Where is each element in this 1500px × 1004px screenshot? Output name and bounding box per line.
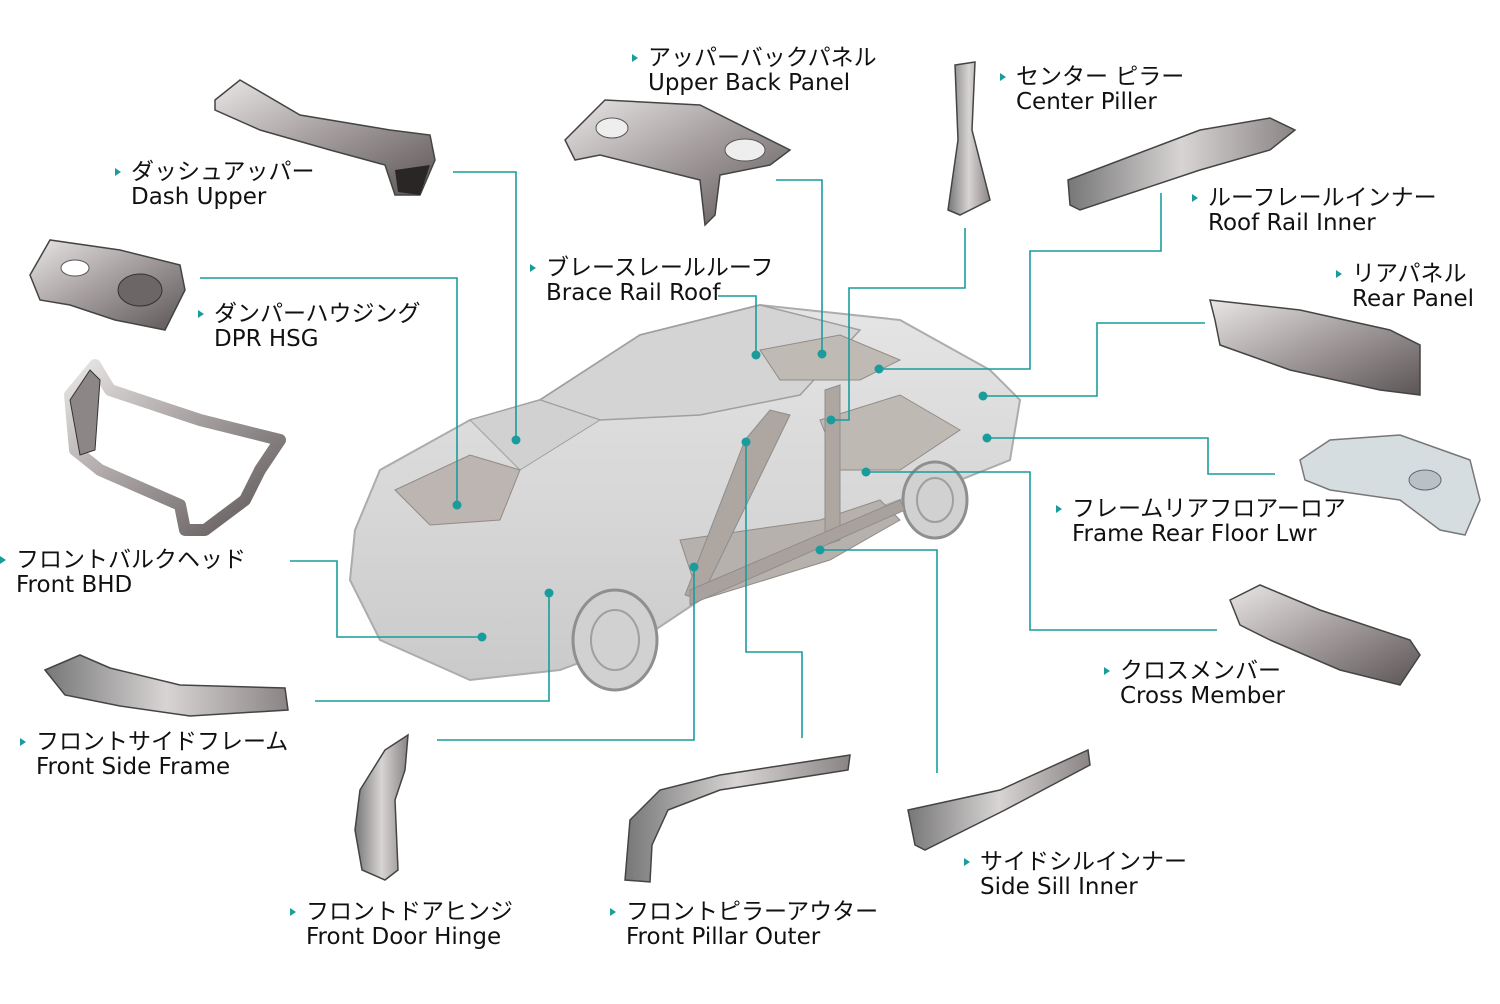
part-name-jp: センター ピラー xyxy=(1016,64,1185,90)
part-name-en: Roof Rail Inner xyxy=(1208,209,1376,236)
part-name-en: Upper Back Panel xyxy=(648,69,851,96)
label-upper-back-panel: アッパーバックパネル Upper Back Panel xyxy=(632,46,877,96)
triangle-bullet-icon xyxy=(632,54,638,62)
label-side-sill-inner: サイドシルインナー Side Sill Inner xyxy=(964,850,1187,900)
leader-rear-panel xyxy=(983,322,1205,397)
part-upper-back-panel-image xyxy=(564,99,792,227)
part-name-en: Frame Rear Floor Lwr xyxy=(1072,520,1317,547)
part-name-en: Front BHD xyxy=(16,571,133,598)
leader-front-pillar-outer xyxy=(745,442,803,738)
triangle-bullet-icon xyxy=(290,908,296,916)
triangle-bullet-icon xyxy=(530,264,536,272)
leader-front-door-hinge xyxy=(437,567,695,741)
leader-lines xyxy=(200,171,1275,773)
label-front-door-hinge: フロントドアヒンジ Front Door Hinge xyxy=(290,900,513,950)
leader-cross-member xyxy=(866,471,1217,631)
label-brace-rail-roof: ブレースレールルーフ Brace Rail Roof xyxy=(530,256,773,306)
part-name-jp: フロントピラーアウター xyxy=(626,899,879,925)
part-name-jp: サイドシルインナー xyxy=(980,849,1187,875)
part-cross-member-image xyxy=(1229,584,1421,686)
label-frame-rear-floor-lwr: フレームリアフロアーロア Frame Rear Floor Lwr xyxy=(1056,497,1346,547)
part-name-en: Front Side Frame xyxy=(36,753,231,780)
triangle-bullet-icon xyxy=(1192,194,1198,202)
part-front-door-hinge-image xyxy=(354,733,409,881)
part-name-en: Center Piller xyxy=(1016,88,1157,115)
part-front-pillar-outer-image xyxy=(624,754,851,883)
part-name-jp: ルーフレールインナー xyxy=(1208,185,1437,211)
connection-dots xyxy=(452,349,992,642)
part-dash-upper-image xyxy=(214,79,436,196)
triangle-bullet-icon xyxy=(610,908,616,916)
leader-brace-rail-roof xyxy=(718,295,757,355)
part-frame-rear-floor-lwr-image xyxy=(1299,434,1481,536)
part-dpr-hsg-image xyxy=(29,239,186,331)
triangle-bullet-icon xyxy=(198,310,204,318)
triangle-bullet-icon xyxy=(1104,667,1110,675)
part-name-en: Cross Member xyxy=(1120,682,1285,709)
part-front-side-frame-image xyxy=(43,654,289,717)
part-name-jp: フロントドアヒンジ xyxy=(306,899,513,925)
part-name-en: Dash Upper xyxy=(131,183,267,210)
triangle-bullet-icon xyxy=(1056,505,1062,513)
part-roof-rail-inner-image xyxy=(1067,117,1297,211)
part-name-jp: ダンパーハウジング xyxy=(214,301,421,327)
part-front-bhd-image xyxy=(64,359,286,536)
label-dpr-hsg: ダンパーハウジング DPR HSG xyxy=(198,302,421,352)
part-name-jp: ブレースレールルーフ xyxy=(546,255,774,281)
part-name-jp: クロスメンバー xyxy=(1120,658,1281,684)
triangle-bullet-icon xyxy=(0,556,6,564)
label-cross-member: クロスメンバー Cross Member xyxy=(1104,659,1285,709)
triangle-bullet-icon xyxy=(1000,73,1006,81)
part-name-jp: フレームリアフロアーロア xyxy=(1072,496,1346,522)
label-front-side-frame: フロントサイドフレーム Front Side Frame xyxy=(20,730,288,780)
part-name-jp: フロントバルクヘッド xyxy=(16,547,246,573)
part-rear-panel-image xyxy=(1209,299,1421,396)
part-name-en: Front Door Hinge xyxy=(306,923,502,950)
label-roof-rail-inner: ルーフレールインナー Roof Rail Inner xyxy=(1192,186,1437,236)
leader-side-sill-inner xyxy=(820,549,938,773)
part-name-en: DPR HSG xyxy=(214,325,319,352)
label-dash-upper: ダッシュアッパー Dash Upper xyxy=(115,160,315,210)
part-name-jp: フロントサイドフレーム xyxy=(36,729,289,755)
label-center-piller: センター ピラー Center Piller xyxy=(1000,65,1184,115)
leader-frame-rear-floor-lwr xyxy=(987,437,1275,475)
leader-dpr-hsg xyxy=(200,277,458,505)
leader-front-bhd xyxy=(290,560,482,638)
leader-upper-back-panel xyxy=(776,179,823,354)
part-side-sill-inner-image xyxy=(907,748,1091,851)
leader-roof-rail-inner xyxy=(879,193,1162,370)
leader-front-side-frame xyxy=(315,593,550,702)
triangle-bullet-icon xyxy=(115,168,121,176)
leader-dash-upper xyxy=(453,171,517,440)
part-name-jp: アッパーバックパネル xyxy=(648,45,877,71)
part-name-en: Front Pillar Outer xyxy=(626,923,821,950)
triangle-bullet-icon xyxy=(1336,270,1342,278)
label-rear-panel: リアパネル Rear Panel xyxy=(1336,262,1474,312)
part-center-piller-image xyxy=(947,61,991,216)
triangle-bullet-icon xyxy=(964,858,970,866)
car-body xyxy=(348,303,1022,692)
label-front-bhd: フロントバルクヘッド Front BHD xyxy=(0,548,246,598)
label-front-pillar-outer: フロントピラーアウター Front Pillar Outer xyxy=(610,900,878,950)
part-name-en: Brace Rail Roof xyxy=(546,279,721,306)
triangle-bullet-icon xyxy=(20,738,26,746)
part-name-jp: リアパネル xyxy=(1352,261,1467,287)
part-name-jp: ダッシュアッパー xyxy=(131,159,315,185)
leader-center-piller xyxy=(831,228,966,421)
part-name-en: Rear Panel xyxy=(1352,285,1475,312)
part-name-en: Side Sill Inner xyxy=(980,873,1138,900)
